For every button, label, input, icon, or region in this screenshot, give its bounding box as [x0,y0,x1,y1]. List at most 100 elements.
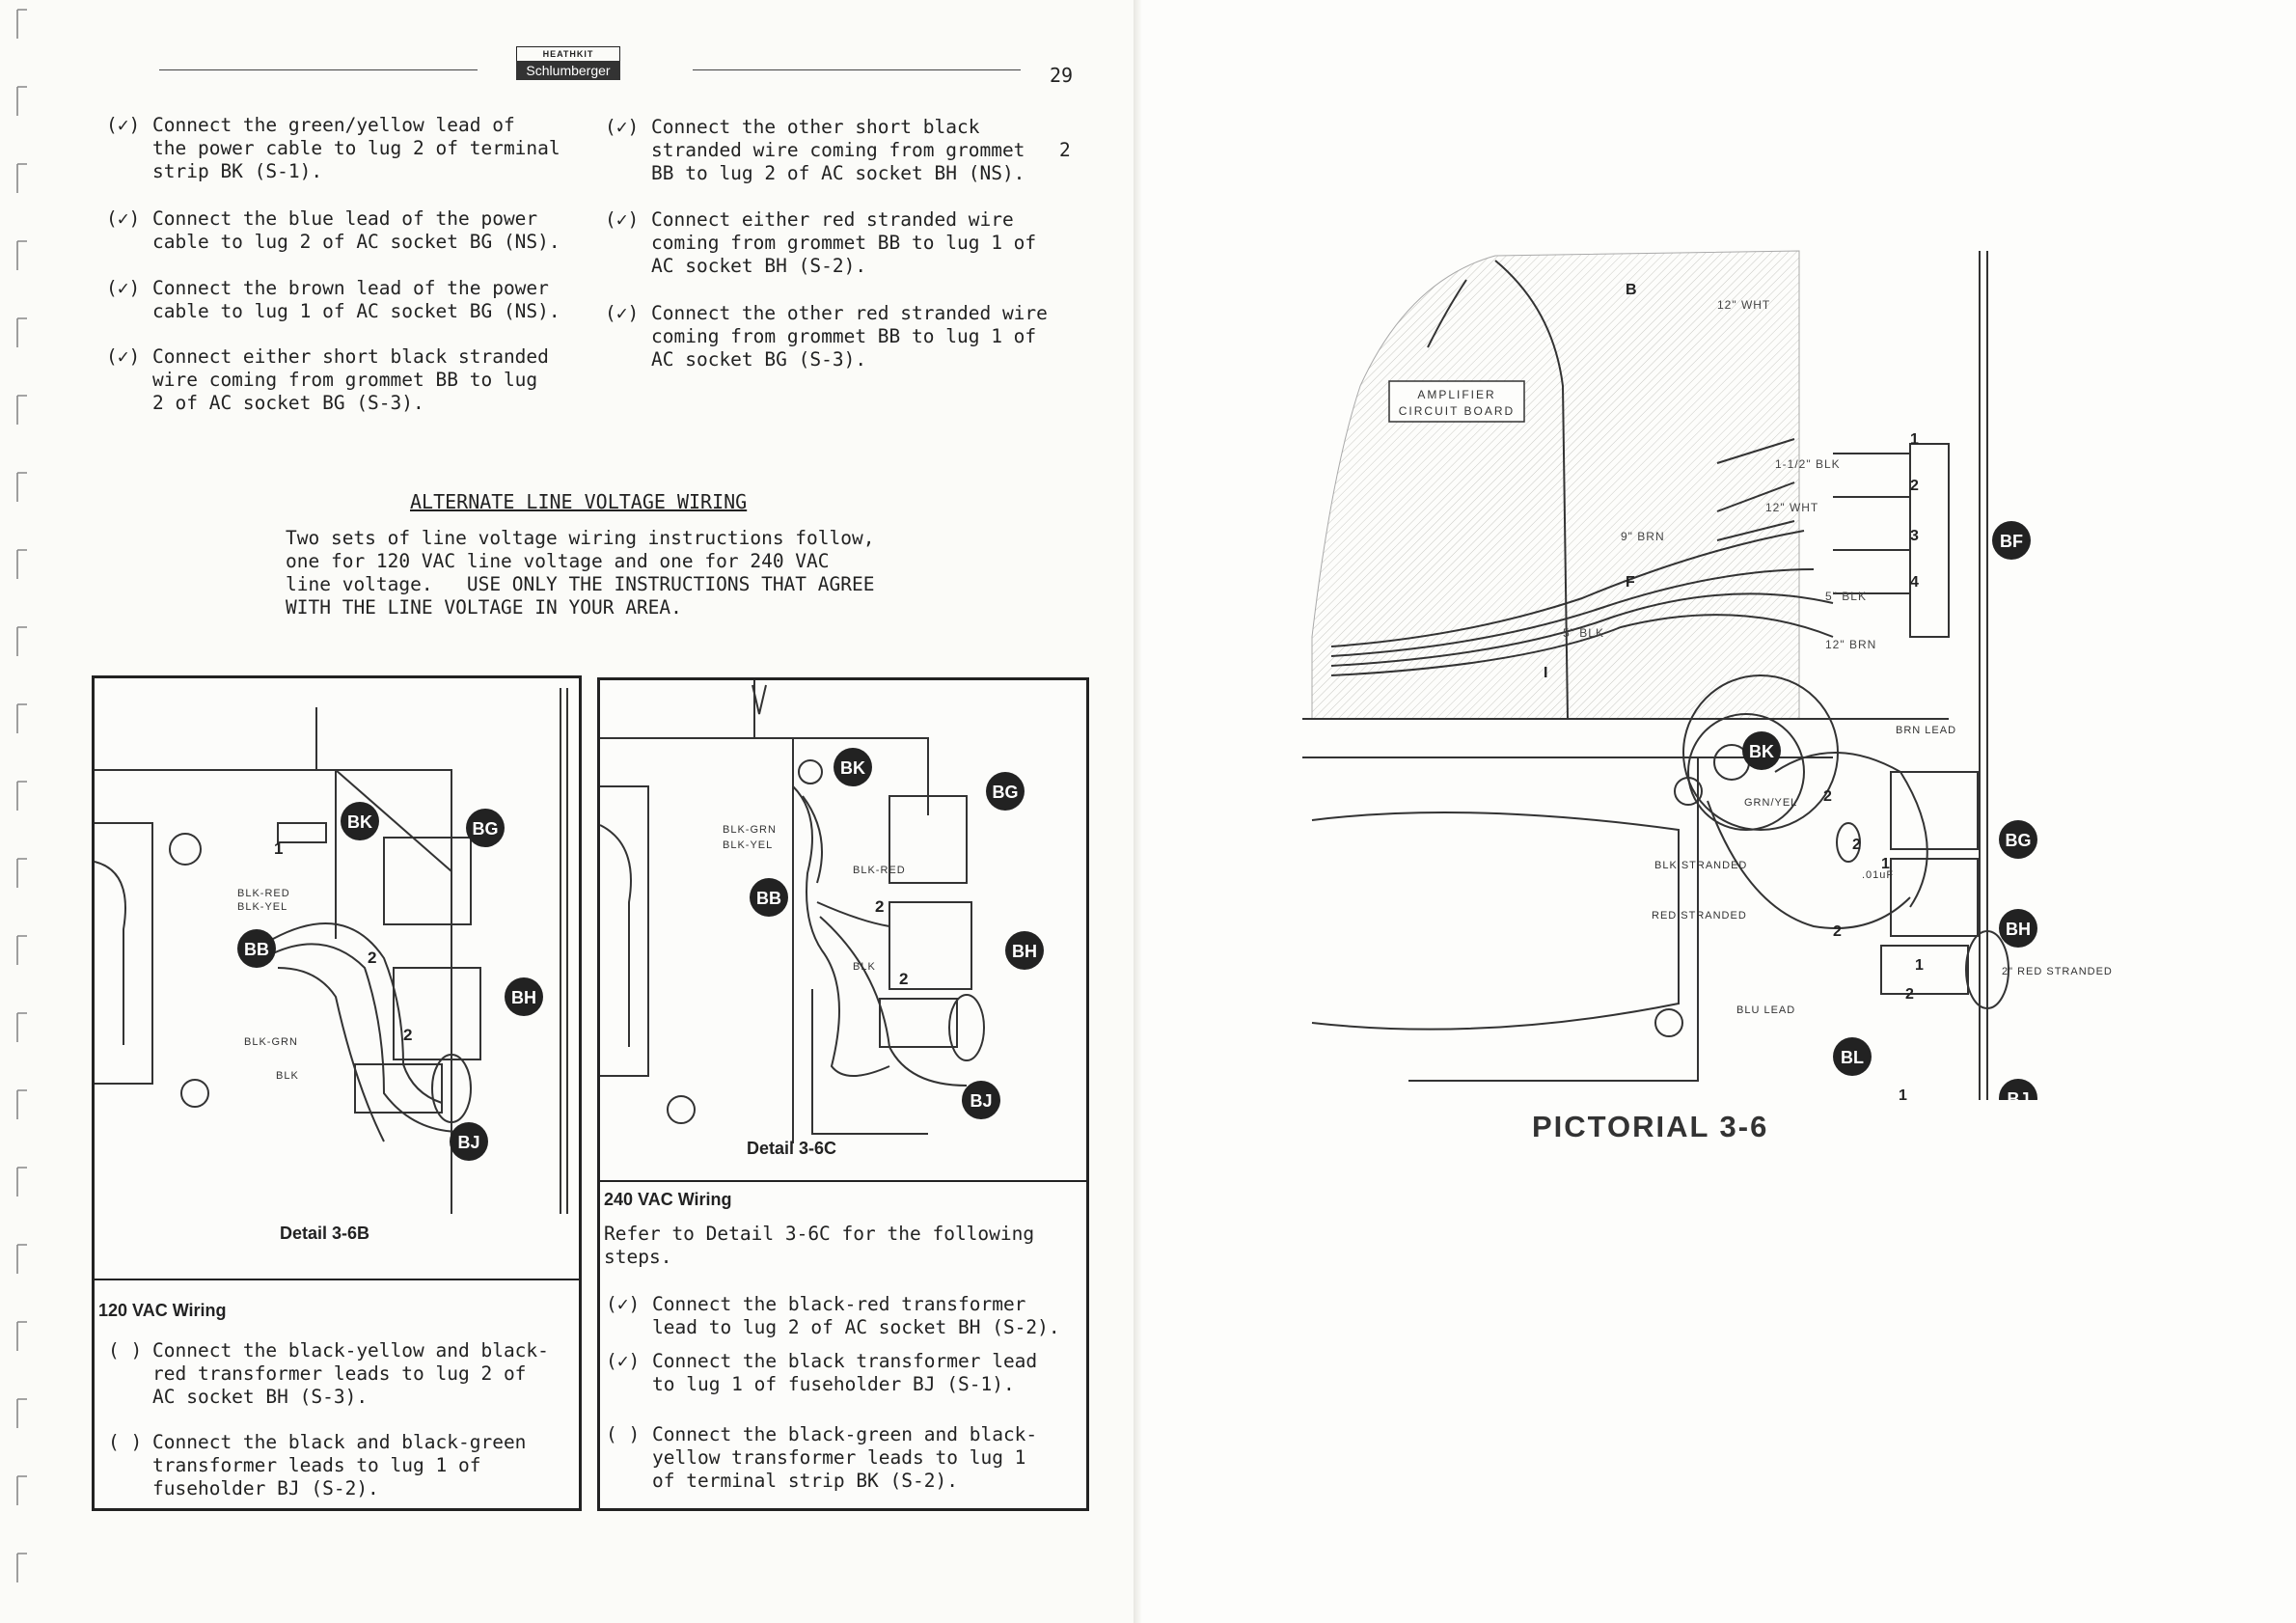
lead-label: BRN LEAD [1896,725,1956,736]
lug-number: 2 [368,949,376,967]
drawing-label: BLK-GRN [244,1036,298,1048]
lead-label: 2" RED STRANDED [2002,966,2113,977]
step-text: Connect the black-red transformer lead t… [652,1293,1060,1338]
step-text: Connect the brown lead of the power cabl… [152,277,560,322]
detail-3-6c-drawing: BLK-GRN BLK-YEL BLK-RED BLK 2 2 BK BG BB… [600,680,1044,1143]
detail-3-6b-caption: Detail 3-6B [280,1224,370,1243]
header-rule-left [159,69,478,70]
step-text: Connect the black transformer lead to lu… [652,1350,1038,1395]
drawing-label: BLK-GRN [723,824,777,836]
wire-label: 12" WHT [1717,298,1770,312]
step-text: Connect the blue lead of the power cable… [152,207,560,253]
lead-label: .01uF [1862,869,1894,881]
step-text: Connect the black-green and black- yello… [652,1423,1038,1492]
lug-number: 1 [1881,856,1890,872]
lug-number: 2 [1833,923,1842,940]
part-badge-bk: BK [1749,742,1774,761]
step-text: Connect the black-yellow and black- red … [152,1339,549,1408]
point-label: I [1544,665,1547,681]
board-label: CIRCUIT BOARD [1399,404,1515,418]
120vac-title: 120 VAC Wiring [98,1301,227,1320]
drawing-label: BLK-YEL [723,839,773,851]
lug-number: 2 [403,1026,412,1044]
part-badge-bh: BH [511,988,536,1007]
part-badge-bb: BB [756,889,781,908]
part-badge-bj: BJ [2007,1089,2029,1100]
point-label: B [1626,282,1637,298]
step-check[interactable]: (✓) [106,207,141,230]
part-badge-bb: BB [244,940,269,959]
step-check[interactable]: ( ) [606,1423,641,1445]
step-text: Connect the other short black stranded w… [651,116,1025,184]
lug-number: 2 [875,897,884,916]
step-check[interactable]: (✓) [106,114,141,136]
part-badge-bj: BJ [457,1133,479,1152]
lead-label: GRN/YEL [1744,797,1797,809]
divider [95,1279,579,1280]
wire-label: 5" BLK [1825,590,1867,603]
step-check[interactable]: (✓) [106,277,141,299]
step-check[interactable]: (✓) [605,116,640,138]
point-label: F [1626,574,1635,591]
lead-label: BLK STRANDED [1654,860,1747,871]
step-check[interactable]: ( ) [108,1431,143,1453]
part-badge-bh: BH [2006,920,2031,939]
step-text: Refer to Detail 3-6C for the following s… [604,1223,1035,1268]
header-rule-right [693,69,1021,70]
wire-label: 12" WHT [1765,501,1818,514]
divider [600,1180,1086,1182]
part-badge-bk: BK [840,758,865,778]
wire-label: 1-1/2" BLK [1775,457,1841,471]
part-badge-bf: BF [2000,532,2023,551]
step-text: Connect either short black stranded wire… [152,345,549,414]
logo-top: HEATHKIT [516,46,620,61]
drawing-label: BLK [276,1070,299,1082]
lead-label: RED STRANDED [1652,910,1747,922]
binding-rings [16,9,27,1582]
drawing-label: BLK-YEL [237,901,287,913]
alternate-wiring-heading: ALTERNATE LINE VOLTAGE WIRING [410,490,748,513]
detail-3-6c-caption: Detail 3-6C [747,1139,837,1158]
drawing-label: BLK-RED [853,865,906,876]
drawing-label: BLK-RED [237,888,290,899]
part-badge-bj: BJ [970,1091,992,1111]
lug-number: 2 [1852,837,1861,853]
terminal-number: 1 [1910,431,1919,448]
page-gutter [1134,0,1141,1623]
step-check[interactable]: (✓) [605,302,640,324]
part-badge-bg: BG [473,819,499,839]
lug-number: 1 [1915,957,1924,974]
detail-3-6c-frame: BLK-GRN BLK-YEL BLK-RED BLK 2 2 BK BG BB… [597,677,1089,1511]
lead-label: BLU LEAD [1736,1004,1795,1016]
heathkit-logo: HEATHKIT Schlumberger [516,46,620,80]
wire-label: 5" BLK [1563,626,1604,640]
pictorial-3-6-drawing: AMPLIFIER CIRCUIT BOARD 12" WHT 1-1/2" B… [1302,250,2113,1100]
part-badge-bk: BK [347,812,372,832]
step-check[interactable]: (✓) [605,208,640,231]
step-text: Connect either red stranded wire coming … [651,208,1037,277]
detail-3-6b-frame: BLK-RED BLK-YEL BLK-GRN BLK 1 2 2 BK BG … [92,675,582,1511]
terminal-number: 2 [1910,478,1919,494]
step-check[interactable]: ( ) [108,1339,143,1362]
lug-number: 2 [1905,986,1914,1003]
terminal-number: 3 [1910,528,1919,544]
240vac-title: 240 VAC Wiring [604,1190,732,1209]
wire-label: 9" BRN [1621,530,1665,543]
step-check[interactable]: (✓) [606,1350,641,1372]
drawing-label: BLK [853,961,876,973]
part-badge-bg: BG [993,783,1019,802]
step-check[interactable]: (✓) [606,1293,641,1315]
detail-3-6b-drawing: BLK-RED BLK-YEL BLK-GRN BLK 1 2 2 BK BG … [95,688,568,1214]
step-check[interactable]: (✓) [106,345,141,368]
step-text: Connect the green/yellow lead of the pow… [152,114,560,182]
part-badge-bl: BL [1841,1048,1864,1067]
lug-number: 1 [274,839,283,858]
margin-note: 2 [1059,139,1071,161]
page-number: 29 [1050,64,1074,87]
lug-number: 2 [899,970,908,988]
step-text: Connect the black and black-green transf… [152,1431,527,1499]
part-badge-bh: BH [1012,942,1037,961]
part-badge-bg: BG [2006,831,2032,850]
lug-number: 1 [1899,1087,1907,1100]
step-text: Connect the other red stranded wire comi… [651,302,1048,371]
